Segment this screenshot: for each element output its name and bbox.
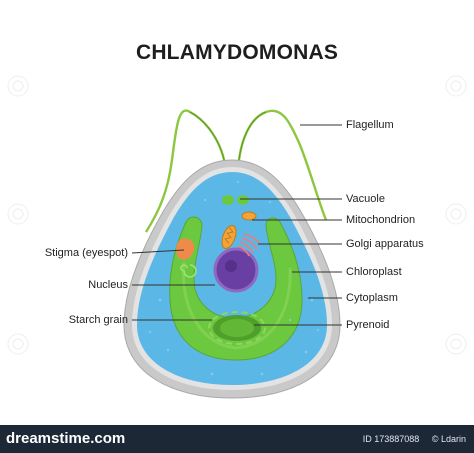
- label-flagellum: Flagellum: [346, 119, 394, 131]
- vacuole: [222, 195, 234, 205]
- chloroplast-swirl: [180, 264, 197, 278]
- label-stigma: Stigma (eyespot): [44, 247, 128, 259]
- cytoplasm-granules: [148, 180, 320, 376]
- label-nucleus: Nucleus: [88, 279, 128, 291]
- label-chloroplast: Chloroplast: [346, 266, 402, 278]
- label-golgi-apparatus: Golgi apparatus: [346, 238, 424, 250]
- footer-id: ID 173887088: [362, 434, 420, 444]
- label-starch-grain: Starch grain: [68, 314, 128, 326]
- footer-meta: ID 173887088 © Ldarin: [363, 434, 466, 444]
- diagram-title: CHLAMYDOMONAS: [135, 41, 339, 64]
- starch-grain: [208, 311, 266, 345]
- stigma-eyespot: [176, 238, 195, 260]
- footer-bar: dreamstime.com ID 173887088 © Ldarin: [0, 425, 474, 453]
- golgi-apparatus: [237, 233, 261, 257]
- label-vacuole: Vacuole: [346, 193, 385, 205]
- mitochondrion: [221, 211, 257, 249]
- chloroplast: [169, 216, 303, 361]
- leader-lines: [131, 124, 342, 326]
- footer-brand: dreamstime.com: [6, 430, 126, 447]
- footer-copyright: © Ldarin: [431, 434, 466, 444]
- nucleus: [215, 249, 257, 291]
- label-mitochondrion: Mitochondrion: [346, 214, 416, 226]
- label-pyrenoid: Pyrenoid: [346, 319, 390, 331]
- label-cytoplasm: Cytoplasm: [346, 292, 398, 304]
